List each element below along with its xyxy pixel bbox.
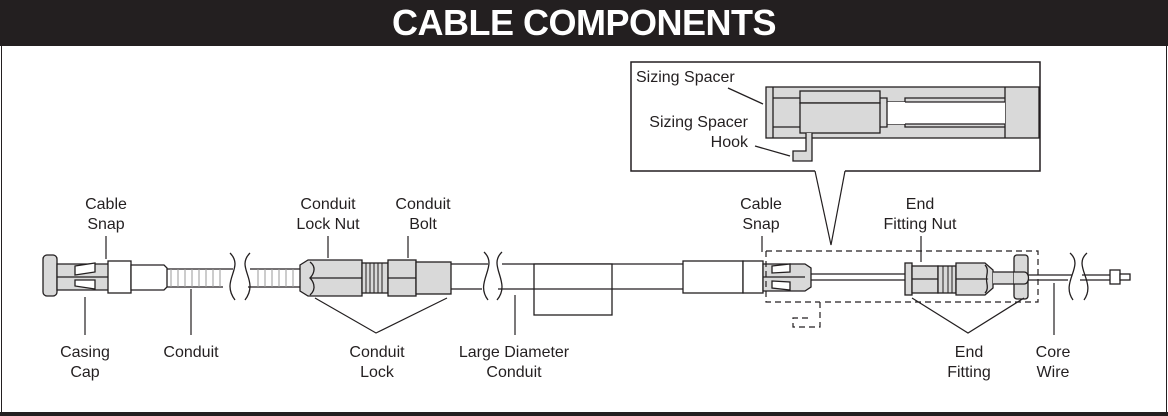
label-conduit-lock: Conduit Lock — [349, 344, 405, 381]
label-cable-snap-left: Cable Snap — [85, 196, 127, 233]
large-diameter-conduit — [451, 251, 764, 316]
label-conduit-bolt: Conduit Bolt — [395, 196, 451, 233]
label-casing-cap: Casing Cap — [60, 344, 110, 381]
cable-snap-right — [762, 263, 812, 292]
end-fitting — [904, 254, 1030, 300]
page-title: CABLE COMPONENTS — [0, 0, 1168, 46]
sizing-spacer-part — [765, 86, 1040, 162]
cable-snap-left — [56, 260, 168, 294]
conduit-lock — [299, 259, 452, 297]
sizing-spacer-leader — [727, 87, 764, 105]
label-end-fitting: End Fitting — [947, 344, 991, 381]
core-wire — [811, 273, 905, 281]
core-wire-tail — [1028, 252, 1131, 301]
leader-lines — [84, 236, 1055, 335]
label-core-wire: Core Wire — [1035, 344, 1071, 381]
casing-cap — [42, 254, 58, 297]
label-large-diameter-conduit: Large Diameter Conduit — [458, 344, 570, 381]
sizing-spacer-inset — [630, 61, 1041, 246]
label-end-fitting-nut: End Fitting Nut — [883, 196, 957, 233]
conduit — [167, 252, 300, 301]
footer-bar — [0, 412, 1168, 416]
label-conduit: Conduit — [163, 344, 219, 361]
spacer-dashed-outline — [765, 250, 1039, 328]
sizing-spacer-hook-leader — [754, 145, 791, 157]
label-cable-snap-right: Cable Snap — [740, 196, 782, 233]
label-conduit-lock-nut: Conduit Lock Nut — [296, 196, 360, 233]
label-sizing-spacer: Sizing Spacer — [636, 69, 735, 86]
label-sizing-spacer-hook: Sizing Spacer Hook — [649, 114, 748, 151]
